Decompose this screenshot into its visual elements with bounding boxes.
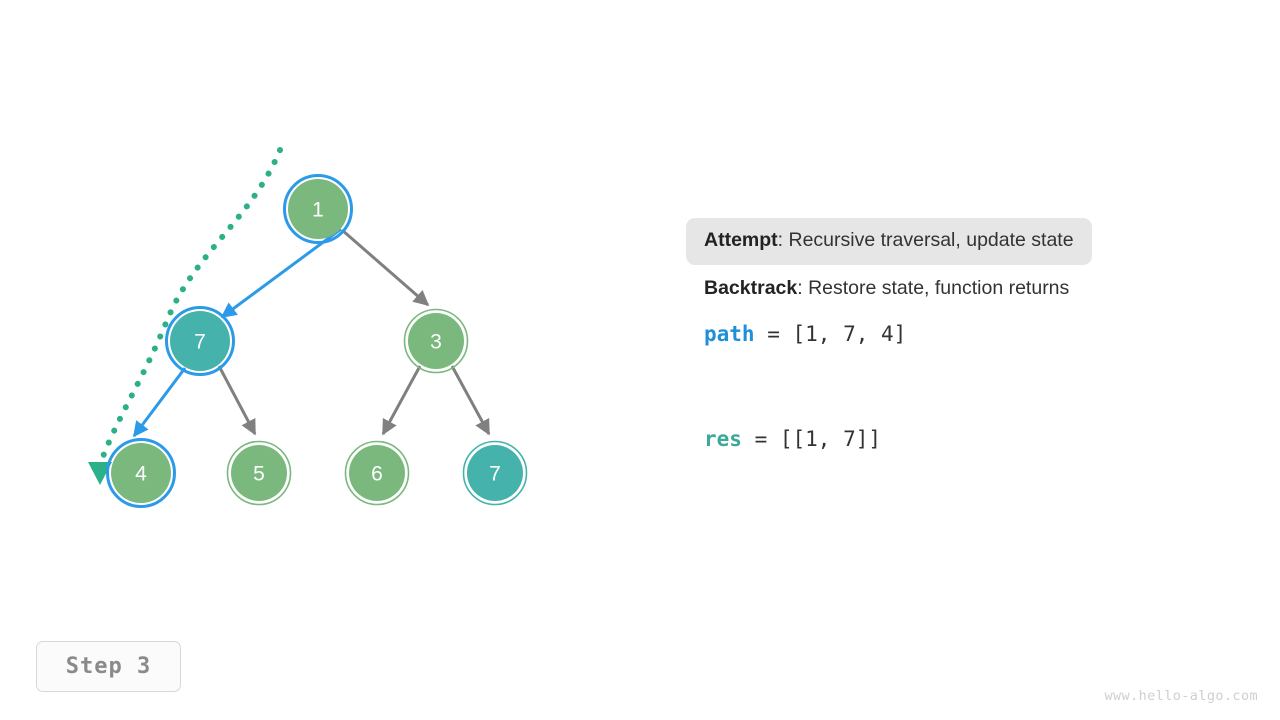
tree-node-7-left[interactable]: 7	[165, 306, 235, 376]
node-circle	[349, 445, 405, 501]
tree-node-6[interactable]: 6	[344, 440, 410, 506]
trace-dotted-curve	[98, 147, 283, 465]
res-variable-value: = [[1, 7]]	[741, 427, 882, 451]
node-circle	[288, 179, 348, 239]
recursion-trace-path	[88, 147, 283, 485]
attempt-row: Attempt: Recursive traversal, update sta…	[686, 218, 1092, 265]
node-label: 4	[135, 463, 147, 486]
node-circle	[231, 445, 287, 501]
node-circle	[170, 311, 230, 371]
node-outer-ring	[226, 440, 292, 506]
tree-diagram: 1 7 3 4 5	[88, 147, 528, 508]
edge-1-to-3	[341, 228, 430, 307]
attempt-label: Attempt	[704, 229, 778, 251]
step-badge-label: Step 3	[65, 654, 152, 679]
backtrack-label: Backtrack	[704, 276, 798, 299]
tree-node-3[interactable]: 3	[403, 308, 469, 374]
attempt-text: : Recursive traversal, update state	[777, 229, 1074, 251]
node-highlight-ring	[106, 438, 176, 508]
path-variable-name: path	[704, 322, 755, 346]
trace-arrowhead-icon	[88, 462, 112, 485]
backtrack-text: : Restore state, function returns	[797, 276, 1070, 299]
node-outer-ring	[344, 440, 410, 506]
node-circle	[111, 443, 171, 503]
node-label: 7	[194, 331, 206, 354]
tree-node-7-right[interactable]: 7	[462, 440, 528, 506]
edge-7-to-4	[132, 367, 187, 438]
node-label: 6	[371, 463, 383, 486]
tree-nodes: 1 7 3 4 5	[106, 174, 528, 508]
tree-svg: 1 7 3 4 5	[88, 147, 528, 508]
node-label: 3	[430, 331, 442, 354]
watermark: www.hello-algo.com	[1104, 688, 1258, 704]
info-panel: Attempt: Recursive traversal, update sta…	[686, 218, 1206, 450]
node-outer-ring	[462, 440, 528, 506]
node-circle	[408, 313, 464, 369]
node-highlight-ring	[283, 174, 353, 244]
node-label: 7	[489, 463, 501, 486]
node-circle	[467, 445, 523, 501]
tree-node-1[interactable]: 1	[283, 174, 353, 244]
path-variable-value: = [1, 7, 4]	[754, 322, 907, 346]
res-variable-name: res	[704, 427, 742, 451]
step-badge: Step 3	[36, 641, 181, 692]
tree-node-5[interactable]: 5	[226, 440, 292, 506]
edge-3-to-6	[381, 365, 422, 436]
node-label: 1	[312, 199, 324, 222]
node-label: 5	[253, 463, 265, 486]
edge-7-to-5	[217, 365, 257, 436]
path-variable-line: path = [1, 7, 4]	[686, 308, 1206, 345]
tree-edges	[132, 227, 491, 438]
res-variable-line: res = [[1, 7]]	[686, 345, 1206, 450]
node-highlight-ring	[165, 306, 235, 376]
node-outer-ring	[403, 308, 469, 374]
edge-3-to-7	[450, 365, 491, 436]
backtrack-row: Backtrack: Restore state, function retur…	[686, 265, 1206, 309]
tree-node-4[interactable]: 4	[106, 438, 176, 508]
